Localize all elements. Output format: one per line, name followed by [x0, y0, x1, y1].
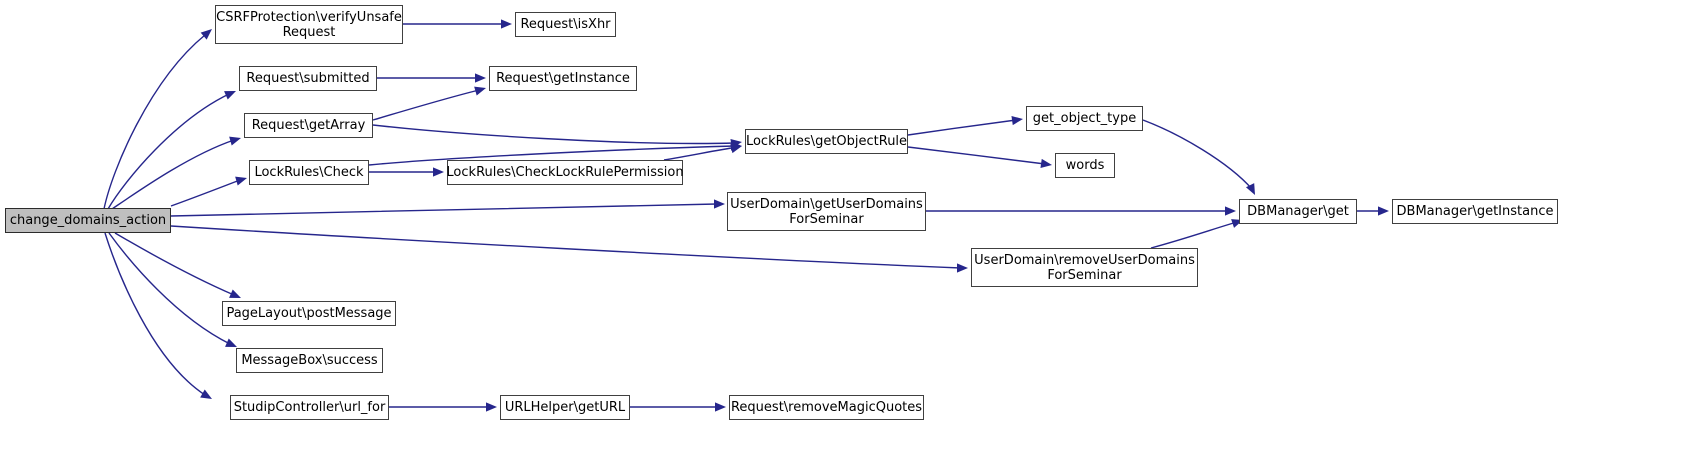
node-label-csrf: CSRFProtection\verifyUnsafe Request: [216, 9, 402, 40]
node-dbget[interactable]: DBManager\get: [1239, 199, 1357, 224]
arrowhead-root-to-csrf: [200, 29, 212, 40]
node-getud[interactable]: UserDomain\getUserDomains ForSeminar: [727, 192, 926, 231]
call-edge-root-to-postmsg: [114, 232, 235, 296]
call-edge-getarray-to-objrule: [372, 124, 736, 145]
node-label-removemq: Request\removeMagicQuotes: [730, 400, 923, 415]
call-edge-lockperm-to-objrule: [663, 146, 739, 161]
arrowhead-dbget-to-dbgetinst: [1378, 206, 1389, 216]
call-edge-getarray-to-getinstance: [372, 89, 480, 121]
arrowhead-root-to-getarray: [229, 136, 241, 146]
node-label-root: change_domains_action: [9, 213, 167, 228]
call-edge-root-to-msgsuccess: [108, 232, 231, 345]
node-label-msgsuccess: MessageBox\success: [241, 353, 378, 368]
call-edge-root-to-remud: [170, 225, 962, 269]
node-label-getarray: Request\getArray: [251, 118, 366, 133]
node-label-lockperm: LockRules\CheckLockRulePermission: [446, 165, 684, 180]
node-isxhr[interactable]: Request\isXhr: [515, 12, 616, 37]
arrowhead-root-to-postmsg: [229, 289, 241, 298]
arrowhead-root-to-msgsuccess: [225, 338, 237, 347]
node-remud[interactable]: UserDomain\removeUserDomains ForSeminar: [971, 248, 1198, 287]
node-dbgetinst[interactable]: DBManager\getInstance: [1392, 199, 1558, 224]
node-objrule[interactable]: LockRules\getObjectRule: [745, 129, 908, 154]
arrowhead-lockcheck-to-objrule: [731, 141, 742, 151]
arrowhead-getud-to-dbget: [1225, 206, 1236, 216]
arrowhead-geturl-to-removemq: [715, 402, 726, 412]
node-label-words: words: [1065, 158, 1105, 173]
call-edge-root-to-urlfor: [104, 232, 206, 396]
arrowhead-objtype-to-dbget: [1245, 183, 1255, 195]
node-root[interactable]: change_domains_action: [5, 208, 171, 233]
node-submitted[interactable]: Request\submitted: [239, 66, 377, 91]
arrowhead-urlfor-to-geturl: [486, 402, 497, 412]
node-csrf[interactable]: CSRFProtection\verifyUnsafe Request: [215, 5, 403, 44]
call-edge-root-to-lockcheck: [170, 179, 241, 207]
call-edge-root-to-getud: [170, 203, 718, 217]
node-label-getud: UserDomain\getUserDomains ForSeminar: [730, 196, 923, 227]
node-getarray[interactable]: Request\getArray: [244, 113, 373, 138]
call-edge-root-to-csrf: [103, 34, 206, 210]
node-getinstance[interactable]: Request\getInstance: [489, 66, 637, 91]
arrowhead-root-to-remud: [957, 263, 968, 273]
arrowhead-objrule-to-objtype: [1011, 116, 1023, 126]
arrowhead-objrule-to-words: [1040, 158, 1052, 168]
arrowhead-getarray-to-getinstance: [474, 86, 486, 96]
node-label-getinstance: Request\getInstance: [496, 71, 630, 86]
arrowhead-root-to-urlfor: [200, 389, 212, 399]
node-label-objrule: LockRules\getObjectRule: [745, 134, 908, 149]
arrowhead-root-to-getud: [714, 199, 725, 209]
node-label-remud: UserDomain\removeUserDomains ForSeminar: [974, 252, 1195, 283]
call-edge-root-to-submitted: [107, 93, 230, 210]
node-label-dbget: DBManager\get: [1247, 204, 1349, 219]
call-edge-objrule-to-objtype: [907, 119, 1017, 136]
node-lockcheck[interactable]: LockRules\Check: [249, 160, 369, 185]
node-objtype[interactable]: get_object_type: [1026, 106, 1143, 131]
arrowhead-root-to-lockcheck: [235, 176, 247, 186]
call-edge-remud-to-dbget: [1150, 221, 1238, 249]
call-edge-root-to-getarray: [111, 139, 235, 210]
node-removemq[interactable]: Request\removeMagicQuotes: [729, 395, 924, 420]
arrowhead-root-to-submitted: [224, 91, 236, 100]
node-msgsuccess[interactable]: MessageBox\success: [236, 348, 383, 373]
node-label-dbgetinst: DBManager\getInstance: [1396, 204, 1554, 219]
node-urlfor[interactable]: StudipController\url_for: [230, 395, 389, 420]
node-lockperm[interactable]: LockRules\CheckLockRulePermission: [446, 160, 684, 185]
arrowhead-submitted-to-getinstance: [475, 73, 486, 83]
call-edge-objrule-to-words: [907, 146, 1046, 165]
arrowhead-getarray-to-objrule: [730, 139, 742, 149]
arrowhead-csrf-to-isxhr: [501, 19, 512, 29]
node-geturl[interactable]: URLHelper\getURL: [500, 395, 630, 420]
node-label-geturl: URLHelper\getURL: [504, 400, 626, 415]
node-words[interactable]: words: [1055, 153, 1115, 178]
node-label-urlfor: StudipController\url_for: [233, 400, 386, 415]
node-postmsg[interactable]: PageLayout\postMessage: [222, 301, 396, 326]
node-label-postmsg: PageLayout\postMessage: [226, 306, 392, 321]
node-label-lockcheck: LockRules\Check: [254, 165, 364, 180]
arrowhead-lockperm-to-objrule: [730, 144, 742, 154]
call-edge-objtype-to-dbget: [1142, 119, 1253, 190]
node-label-submitted: Request\submitted: [246, 71, 370, 86]
node-label-isxhr: Request\isXhr: [520, 17, 611, 32]
node-label-objtype: get_object_type: [1032, 111, 1137, 126]
